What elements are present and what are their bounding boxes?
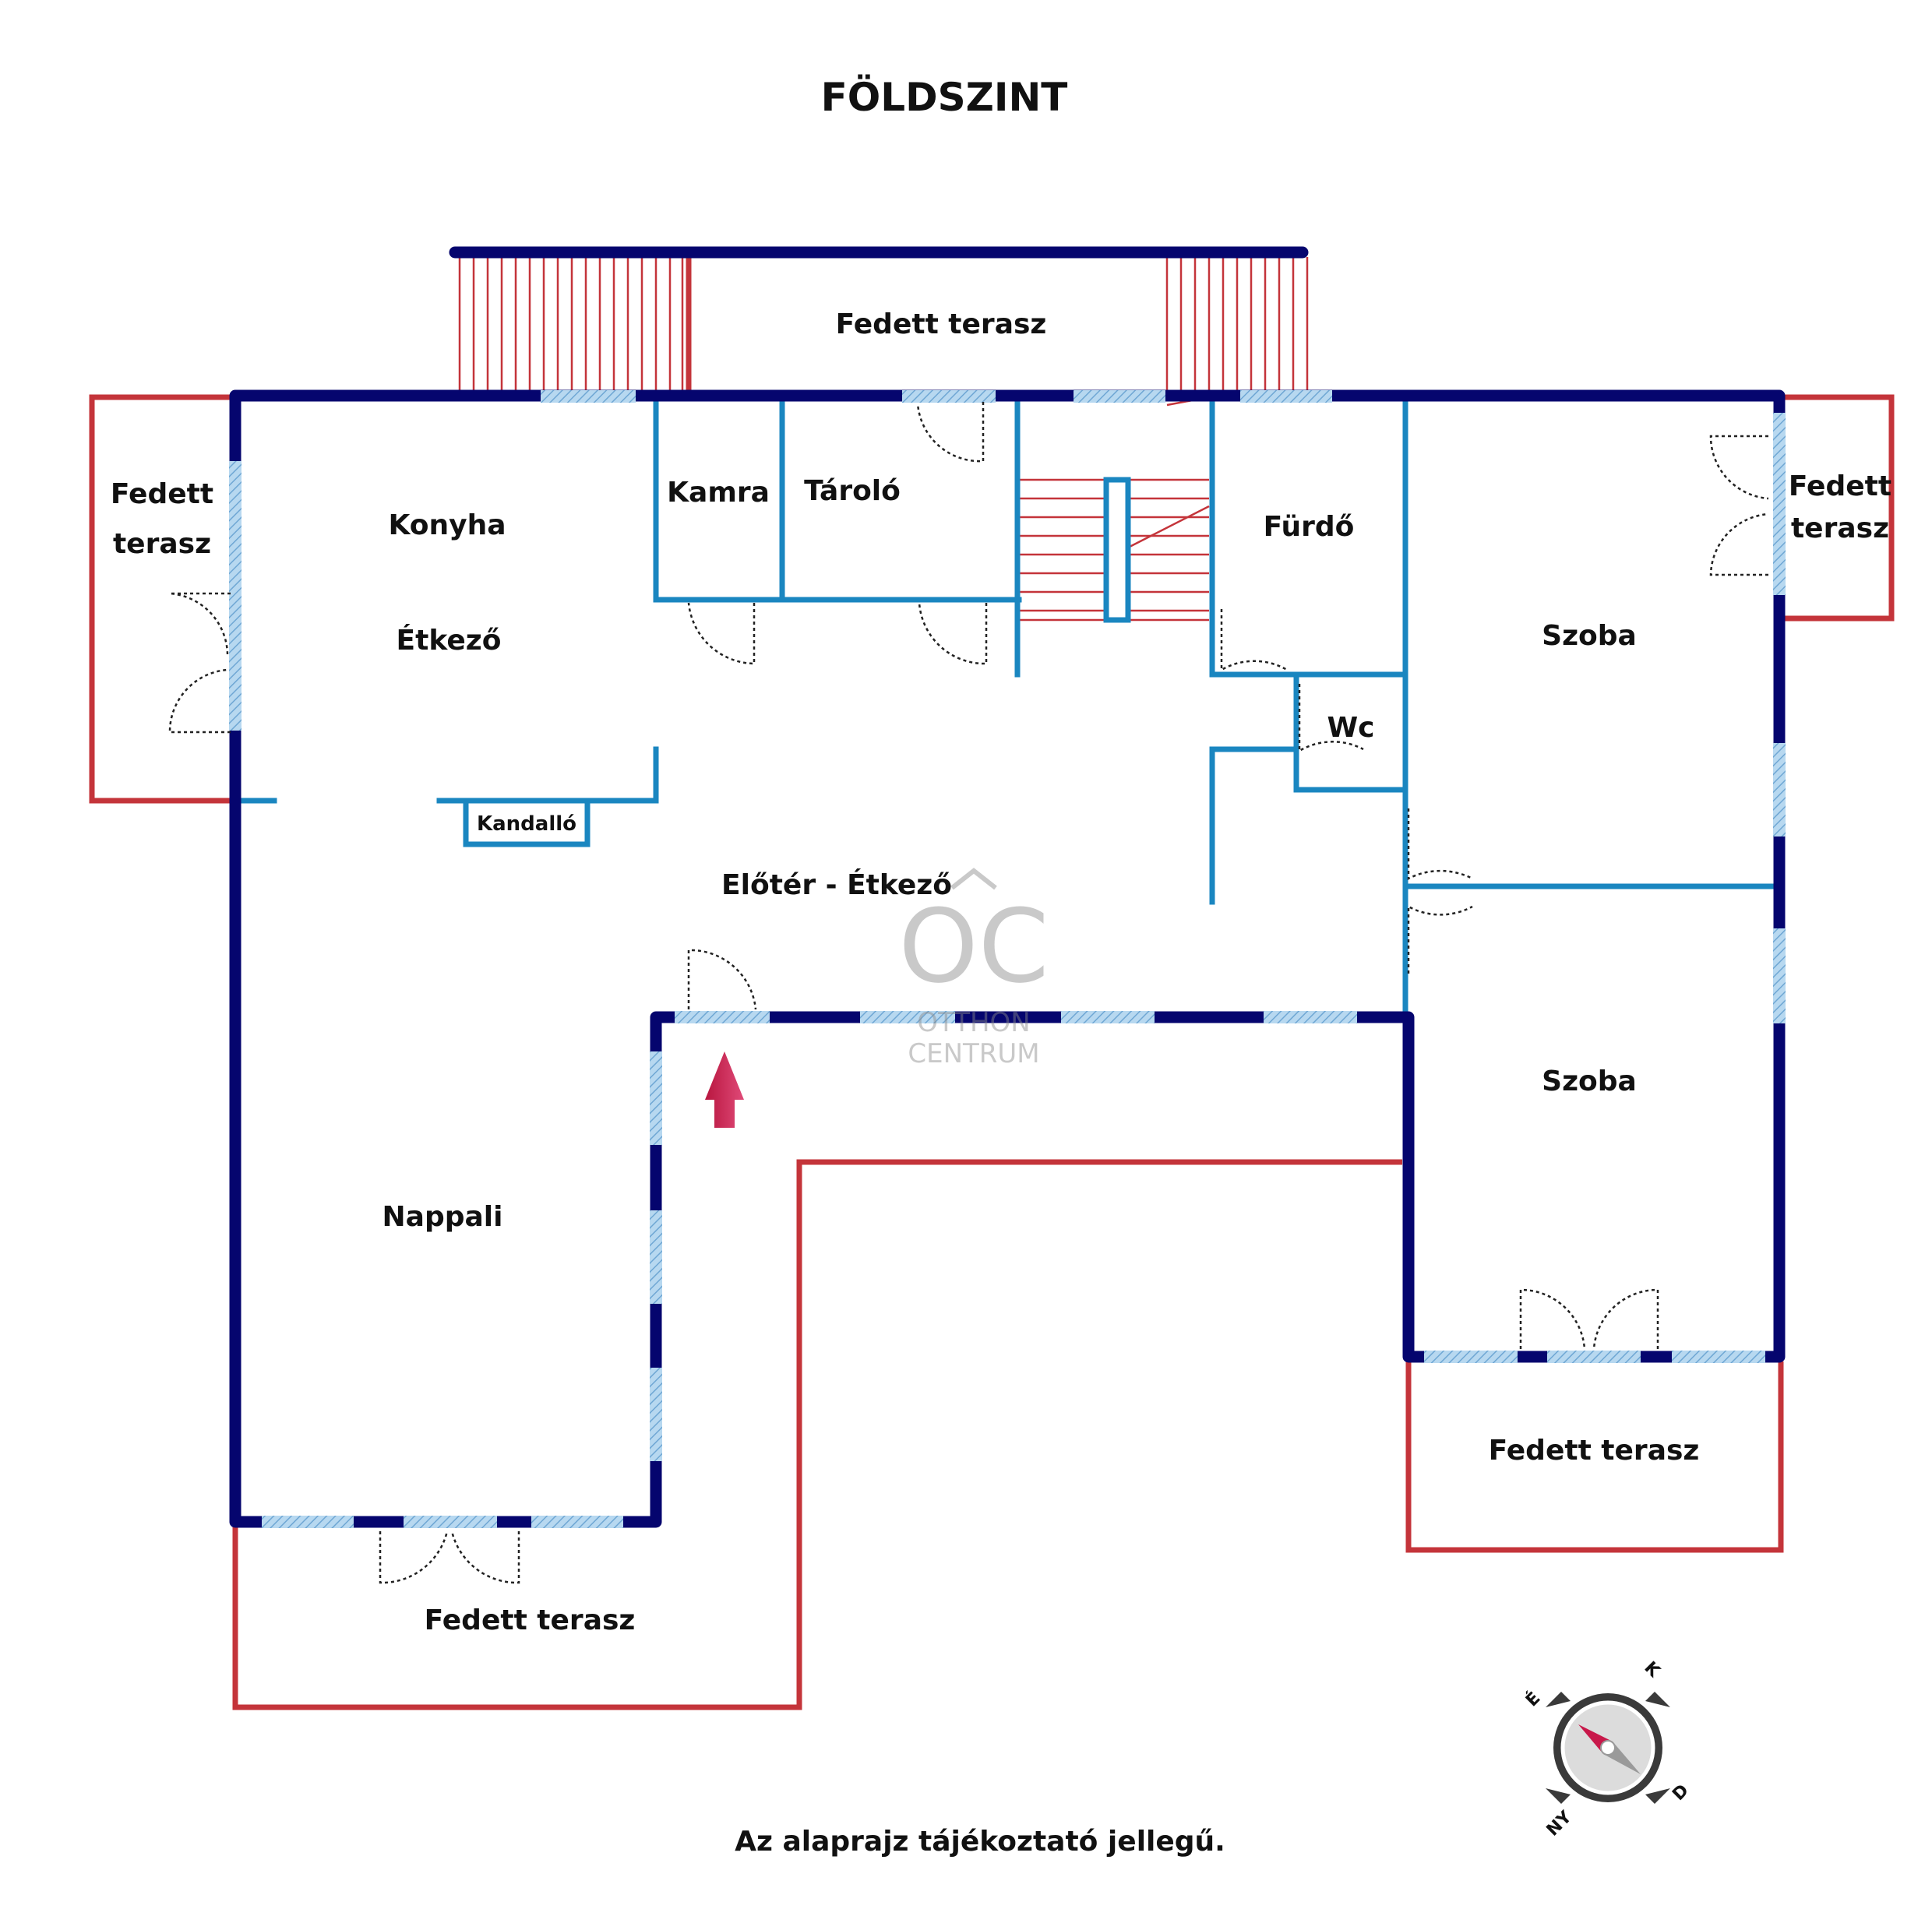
- terrace-outlines: [89, 257, 1895, 1710]
- door-swing: [1220, 609, 1288, 672]
- compass-tick: [1645, 1692, 1670, 1707]
- interior-walls: [232, 396, 1782, 1013]
- door-swing: [1519, 1288, 1586, 1350]
- label-wc: Wc: [1327, 712, 1374, 744]
- terrace-steps-right: [1165, 257, 1309, 393]
- door-swing: [379, 1530, 449, 1584]
- label-bedroom-lower: Szoba: [1542, 1065, 1637, 1097]
- window: [404, 1516, 497, 1528]
- watermark-logo: OC: [898, 887, 1049, 1006]
- door-swing: [169, 592, 231, 655]
- label-hall-dining: Előtér - Étkező: [721, 868, 952, 901]
- window: [1061, 1011, 1155, 1023]
- compass-east-label: K: [1640, 1658, 1663, 1682]
- window: [262, 1516, 354, 1528]
- door-swing: [1592, 1288, 1659, 1350]
- window: [902, 390, 996, 403]
- door-swing: [687, 602, 756, 665]
- label-bedroom-upper: Szoba: [1542, 620, 1637, 652]
- label-pantry: Kamra: [667, 477, 770, 509]
- staircase-newel: [1103, 477, 1131, 623]
- door-swing: [1709, 512, 1769, 576]
- label-terrace-left-2: terasz: [113, 528, 211, 560]
- label-kitchen: Konyha: [388, 509, 506, 541]
- window: [1264, 1011, 1357, 1023]
- label-fireplace: Kandalló: [477, 812, 576, 836]
- watermark-roof-icon: [950, 868, 997, 890]
- watermark-line1: OTTHON: [917, 1007, 1030, 1038]
- window: [531, 1516, 623, 1528]
- compass: É K D NY: [1521, 1658, 1693, 1840]
- label-terrace-right-1: Fedett: [1789, 470, 1891, 502]
- window: [1424, 1351, 1518, 1363]
- compass-tick: [1645, 1788, 1670, 1804]
- label-dining: Étkező: [397, 624, 502, 657]
- window: [229, 461, 242, 731]
- door-swing: [918, 602, 988, 665]
- window: [650, 1051, 662, 1145]
- doors: [168, 402, 1769, 1584]
- window: [1773, 928, 1786, 1023]
- label-terrace-bottom-left: Fedett terasz: [425, 1604, 636, 1636]
- label-bathroom: Fürdő: [1264, 511, 1355, 543]
- compass-tick: [1546, 1692, 1571, 1707]
- window: [1773, 743, 1786, 836]
- footnote: Az alaprajz tájékoztató jellegű.: [735, 1826, 1225, 1858]
- door-swing: [1407, 808, 1473, 881]
- windows: [229, 390, 1786, 1528]
- label-storage: Tároló: [804, 475, 901, 507]
- door-swing: [168, 668, 231, 734]
- compass-center: [1600, 1740, 1616, 1756]
- left-terrace-outline: [89, 394, 232, 804]
- window: [860, 1011, 955, 1023]
- door-swing: [450, 1530, 520, 1584]
- window: [650, 1210, 662, 1304]
- fireplace-box: [463, 798, 591, 847]
- door-swing: [916, 402, 985, 463]
- compass-tick: [1546, 1788, 1571, 1804]
- door-swing: [1709, 435, 1769, 500]
- window: [1240, 390, 1332, 403]
- window: [1074, 390, 1165, 403]
- compass-north-label: É: [1521, 1688, 1544, 1710]
- door-swing: [687, 949, 757, 1010]
- window: [1672, 1351, 1765, 1363]
- entrance-arrow-icon: [705, 1051, 744, 1128]
- window: [1773, 413, 1786, 595]
- watermark-line2: CENTRUM: [908, 1038, 1039, 1069]
- window: [1547, 1351, 1641, 1363]
- door-swing: [1298, 684, 1364, 753]
- label-terrace-bottom-right: Fedett terasz: [1489, 1435, 1700, 1467]
- bottom-left-terrace-outline: [232, 1159, 1402, 1710]
- label-terrace-left-1: Fedett: [111, 478, 213, 510]
- window: [650, 1368, 662, 1461]
- right-terrace-outline: [1782, 394, 1895, 622]
- terrace-steps-left: [458, 257, 684, 393]
- label-terrace-top: Fedett terasz: [836, 308, 1047, 340]
- label-terrace-right-2: terasz: [1791, 512, 1889, 544]
- compass-south-label: D: [1669, 1780, 1693, 1805]
- compass-west-label: NY: [1543, 1807, 1577, 1840]
- window: [675, 1011, 770, 1023]
- bottom-right-terrace-outline: [1405, 1361, 1784, 1553]
- door-swing: [1407, 904, 1473, 974]
- page-title: FÖLDSZINT: [821, 74, 1068, 120]
- window: [541, 390, 636, 403]
- watermark: OC OTTHON CENTRUM: [898, 868, 1049, 1069]
- label-living: Nappali: [383, 1201, 503, 1233]
